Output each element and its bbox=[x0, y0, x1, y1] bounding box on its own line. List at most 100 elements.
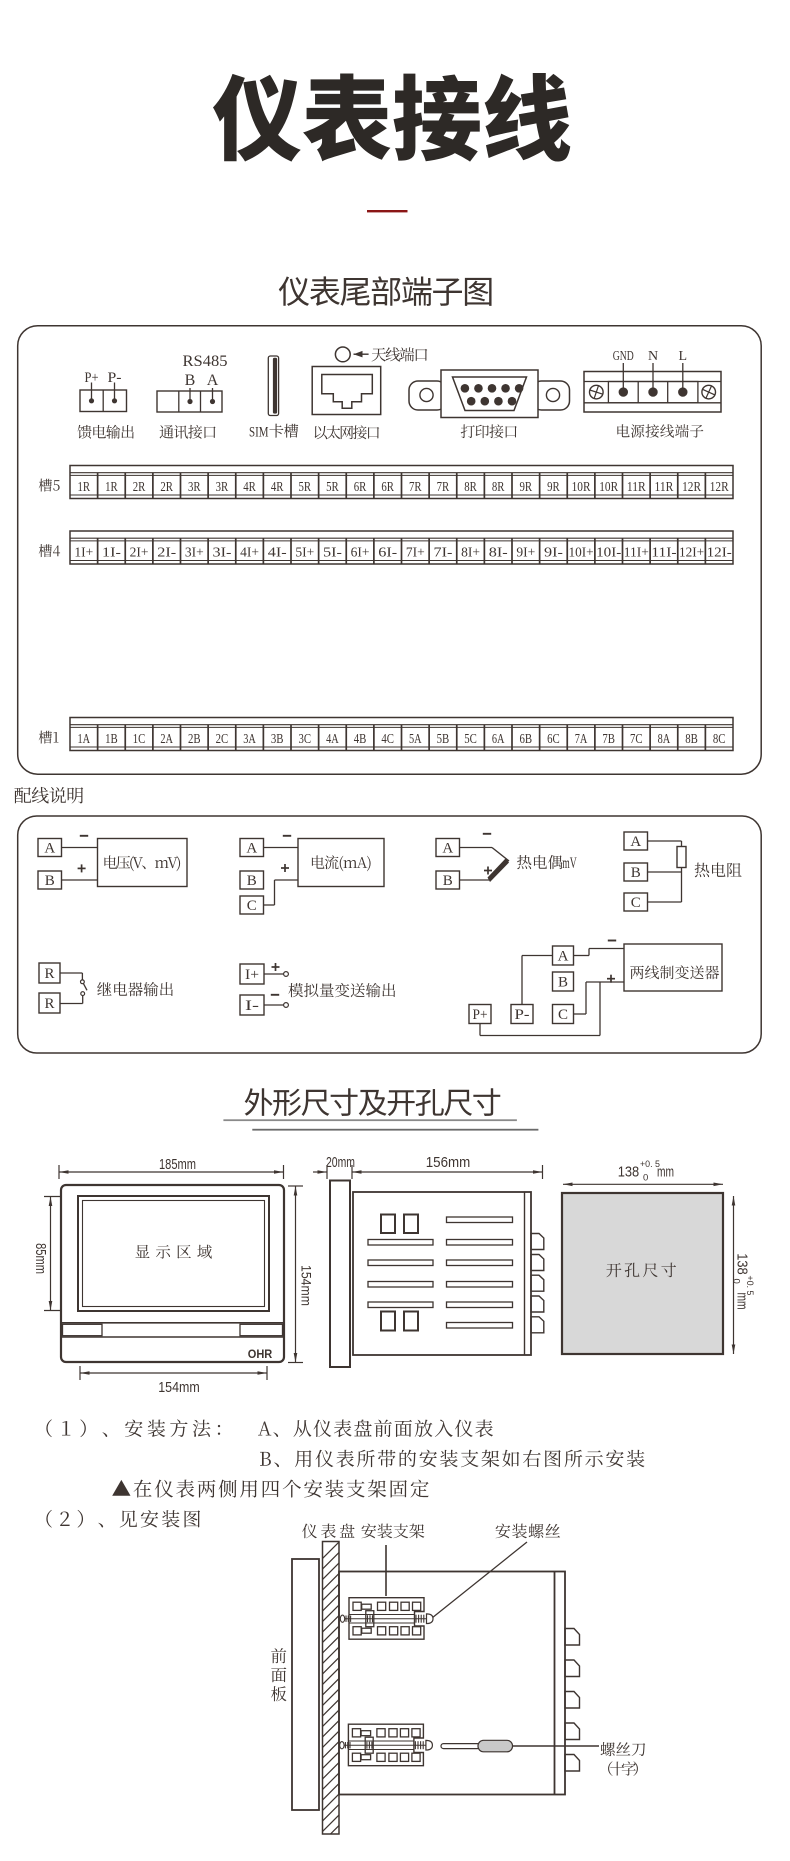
svg-text:12I-: 12I- bbox=[707, 545, 733, 560]
svg-text:5I-: 5I- bbox=[323, 545, 342, 560]
svg-text:P+: P+ bbox=[85, 370, 99, 386]
svg-text:154mm: 154mm bbox=[299, 1265, 315, 1306]
svg-text:mm: mm bbox=[733, 1293, 750, 1310]
svg-text:156mm: 156mm bbox=[426, 1154, 471, 1171]
svg-text:3R: 3R bbox=[216, 480, 229, 495]
svg-text:P-: P- bbox=[108, 370, 122, 386]
svg-text:4A: 4A bbox=[326, 732, 339, 747]
svg-text:P+: P+ bbox=[473, 1007, 488, 1023]
svg-text:B: B bbox=[558, 975, 568, 991]
svg-text:1B: 1B bbox=[105, 732, 118, 747]
svg-text:N: N bbox=[648, 349, 658, 364]
svg-text:2B: 2B bbox=[188, 732, 201, 747]
svg-text:4C: 4C bbox=[381, 732, 394, 747]
svg-text:C: C bbox=[247, 898, 257, 914]
svg-text:A: A bbox=[558, 949, 569, 965]
svg-text:RS485: RS485 bbox=[183, 353, 228, 370]
svg-text:10R: 10R bbox=[572, 480, 591, 495]
svg-text:7I-: 7I- bbox=[433, 545, 452, 560]
svg-text:154mm: 154mm bbox=[158, 1379, 200, 1396]
svg-text:6B: 6B bbox=[520, 732, 533, 747]
svg-text:6I+: 6I+ bbox=[351, 545, 370, 560]
svg-text:C: C bbox=[558, 1007, 568, 1023]
svg-text:I-: I- bbox=[245, 998, 259, 1014]
svg-text:2R: 2R bbox=[160, 480, 173, 495]
svg-text:85mm: 85mm bbox=[32, 1243, 49, 1274]
svg-text:3I-: 3I- bbox=[212, 545, 231, 560]
svg-text:3C: 3C bbox=[299, 732, 312, 747]
svg-text:7R: 7R bbox=[409, 480, 422, 495]
svg-text:5A: 5A bbox=[409, 732, 422, 747]
svg-text:4I+: 4I+ bbox=[240, 545, 259, 560]
svg-text:20mm: 20mm bbox=[326, 1154, 355, 1171]
svg-text:1C: 1C bbox=[133, 732, 146, 747]
svg-text:A: A bbox=[442, 841, 453, 857]
svg-text:9I+: 9I+ bbox=[516, 545, 535, 560]
svg-text:1R: 1R bbox=[78, 480, 91, 495]
svg-text:8R: 8R bbox=[464, 480, 477, 495]
svg-text:12I+: 12I+ bbox=[679, 545, 704, 560]
svg-text:3I+: 3I+ bbox=[185, 545, 204, 560]
svg-text:7R: 7R bbox=[437, 480, 450, 495]
svg-text:7A: 7A bbox=[575, 732, 588, 747]
svg-text:P-: P- bbox=[515, 1007, 530, 1023]
svg-text:10I+: 10I+ bbox=[568, 545, 593, 560]
svg-text:8R: 8R bbox=[492, 480, 505, 495]
svg-text:+0. 5: +0. 5 bbox=[744, 1276, 755, 1296]
svg-text:138: 138 bbox=[618, 1164, 640, 1181]
svg-text:2R: 2R bbox=[133, 480, 146, 495]
svg-text:L: L bbox=[679, 349, 688, 364]
svg-text:mm: mm bbox=[657, 1164, 674, 1181]
svg-text:0: 0 bbox=[643, 1172, 648, 1183]
svg-text:2I+: 2I+ bbox=[130, 545, 149, 560]
svg-text:A: A bbox=[44, 841, 55, 857]
svg-text:R: R bbox=[44, 966, 54, 982]
svg-text:9I-: 9I- bbox=[544, 545, 563, 560]
svg-text:12R: 12R bbox=[710, 480, 729, 495]
svg-text:B: B bbox=[443, 873, 453, 889]
svg-text:4R: 4R bbox=[243, 480, 256, 495]
svg-text:A: A bbox=[207, 372, 219, 389]
svg-text:A: A bbox=[246, 841, 257, 857]
svg-text:1A: 1A bbox=[78, 732, 91, 747]
svg-text:7B: 7B bbox=[602, 732, 615, 747]
svg-text:0: 0 bbox=[731, 1279, 742, 1284]
svg-text:6I-: 6I- bbox=[378, 545, 397, 560]
svg-text:B: B bbox=[631, 865, 641, 881]
svg-text:SIM: SIM bbox=[249, 425, 269, 441]
svg-text:7I+: 7I+ bbox=[406, 545, 425, 560]
svg-text:8B: 8B bbox=[685, 732, 698, 747]
svg-text:4B: 4B bbox=[354, 732, 367, 747]
svg-text:1I-: 1I- bbox=[102, 545, 121, 560]
svg-text:4I-: 4I- bbox=[268, 545, 287, 560]
svg-text:6A: 6A bbox=[492, 732, 505, 747]
svg-text:2C: 2C bbox=[216, 732, 229, 747]
svg-text:+0. 5: +0. 5 bbox=[640, 1159, 660, 1170]
svg-text:C: C bbox=[631, 895, 641, 911]
svg-text:5B: 5B bbox=[437, 732, 450, 747]
svg-text:2A: 2A bbox=[160, 732, 173, 747]
svg-text:OHR: OHR bbox=[248, 1349, 273, 1361]
svg-text:B: B bbox=[185, 372, 196, 389]
svg-text:A: A bbox=[630, 834, 641, 850]
svg-text:11R: 11R bbox=[627, 480, 646, 495]
svg-text:12R: 12R bbox=[682, 480, 701, 495]
svg-text:5I+: 5I+ bbox=[295, 545, 314, 560]
svg-text:8A: 8A bbox=[658, 732, 671, 747]
svg-text:10I-: 10I- bbox=[596, 545, 622, 560]
svg-text:5R: 5R bbox=[299, 480, 312, 495]
svg-text:3R: 3R bbox=[188, 480, 201, 495]
svg-text:8I+: 8I+ bbox=[461, 545, 480, 560]
svg-text:11I-: 11I- bbox=[651, 545, 677, 560]
svg-text:5R: 5R bbox=[326, 480, 339, 495]
svg-text:7C: 7C bbox=[630, 732, 643, 747]
svg-text:185mm: 185mm bbox=[159, 1156, 196, 1173]
svg-text:9R: 9R bbox=[520, 480, 533, 495]
svg-text:1I+: 1I+ bbox=[74, 545, 93, 560]
svg-text:10R: 10R bbox=[599, 480, 618, 495]
svg-text:R: R bbox=[44, 996, 54, 1012]
svg-text:6C: 6C bbox=[547, 732, 560, 747]
svg-text:4R: 4R bbox=[271, 480, 284, 495]
svg-text:11R: 11R bbox=[654, 480, 673, 495]
svg-text:B: B bbox=[45, 873, 55, 889]
